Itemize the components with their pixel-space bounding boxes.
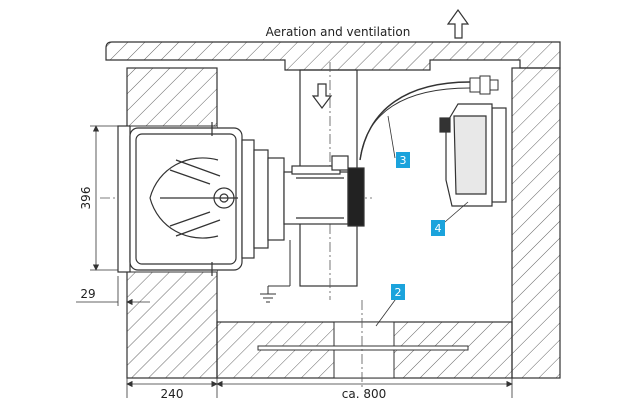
dimension-height-label: 396 [79,187,93,210]
svg-text:2: 2 [395,286,402,299]
cable-gland [469,75,499,95]
airflow-up-arrow [446,8,470,39]
airflow-down-arrow [311,83,333,109]
dimension-height [90,125,118,271]
svg-text:4: 4 [435,222,442,235]
pump-housing [117,122,285,276]
ground-symbol [260,240,291,303]
dimension-offset [76,276,150,306]
svg-text:3: 3 [400,154,407,167]
callout-tag-3: 3 [396,152,410,168]
diagram-title: Aeration and ventilation [266,25,411,39]
dimension-width-label: ca. 800 [342,387,386,401]
callout-tag-4: 4 [431,220,445,236]
dimension-bottom [126,378,513,398]
callout-tag-2: 2 [391,284,405,300]
ceiling-slab [105,41,561,71]
motor-unit [283,155,365,227]
dimension-wall-label: 240 [161,387,184,401]
right-wall [511,67,561,379]
controller-unit [439,103,507,207]
dimension-offset-label: 29 [80,287,95,301]
